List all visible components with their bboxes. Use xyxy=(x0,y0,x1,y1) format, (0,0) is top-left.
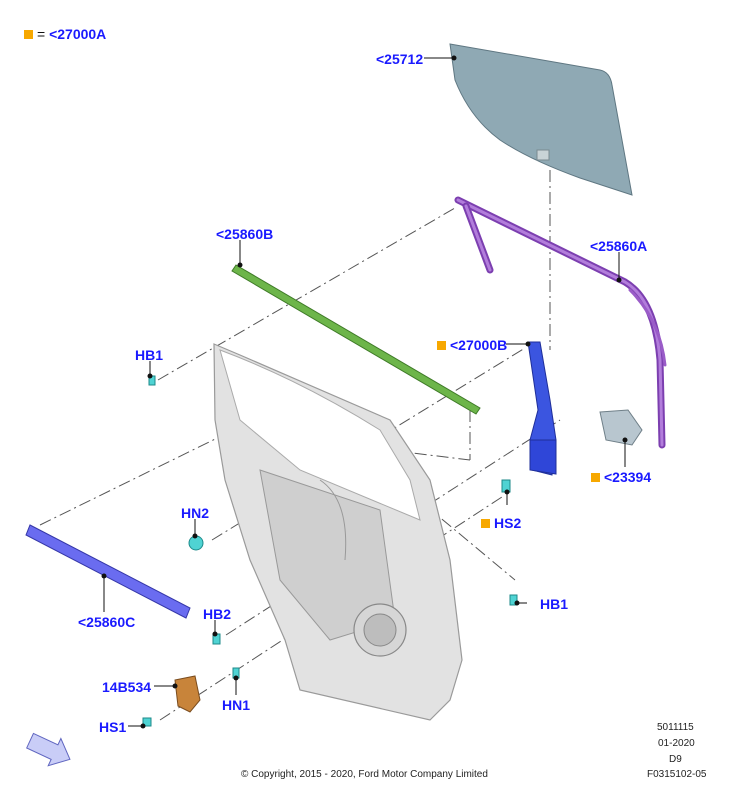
figure-number: F0315102-05 xyxy=(647,769,707,780)
callout-regulator-label: <27000B xyxy=(450,337,508,353)
window-motor xyxy=(599,409,643,446)
legend-code: <27000A xyxy=(49,26,107,42)
callout-hn2[interactable]: HN2 xyxy=(181,505,210,521)
callout-motor[interactable]: <23394 xyxy=(591,469,651,485)
fasteners xyxy=(142,375,518,727)
callout-motor-label: <23394 xyxy=(604,469,652,485)
callout-hn1[interactable]: HN1 xyxy=(222,697,251,713)
reference-model: D9 xyxy=(669,754,682,765)
speaker-bracket xyxy=(174,675,201,713)
window-regulator xyxy=(527,341,557,476)
leader-dots xyxy=(101,55,628,729)
outer-belt-weatherstrip xyxy=(231,264,481,415)
callout-hs2-label: HS2 xyxy=(494,515,522,531)
callout-outer-belt[interactable]: <25860B xyxy=(216,226,274,242)
inner-belt-weatherstrip xyxy=(25,524,191,619)
callout-inner-belt[interactable]: <25860C xyxy=(78,614,136,630)
service-marker xyxy=(481,519,490,528)
reference-date: 01-2020 xyxy=(658,738,695,749)
callout-hs1[interactable]: HS1 xyxy=(99,719,127,735)
door-shell xyxy=(213,343,463,721)
callout-regulator[interactable]: <27000B xyxy=(437,337,507,353)
service-marker xyxy=(437,341,446,350)
callout-hs2[interactable]: HS2 xyxy=(481,515,521,531)
callout-glass[interactable]: <25712 xyxy=(376,51,424,67)
door-glass xyxy=(449,43,633,196)
reference-code: 5011115 xyxy=(657,722,694,733)
legend: = <27000A xyxy=(24,26,106,42)
glass-run-channel xyxy=(454,196,667,449)
service-marker xyxy=(591,473,600,482)
orientation-arrow-icon xyxy=(26,732,71,767)
legend-marker xyxy=(24,30,33,39)
legend-equals: = xyxy=(37,26,46,42)
callout-hb1-right[interactable]: HB1 xyxy=(540,596,569,612)
callout-run-channel[interactable]: <25860A xyxy=(590,238,648,254)
callout-speaker-bracket[interactable]: 14B534 xyxy=(102,679,152,695)
copyright-text: © Copyright, 2015 - 2020, Ford Motor Com… xyxy=(241,769,488,780)
callout-hb1-left[interactable]: HB1 xyxy=(135,347,164,363)
callout-hb2[interactable]: HB2 xyxy=(203,606,232,622)
